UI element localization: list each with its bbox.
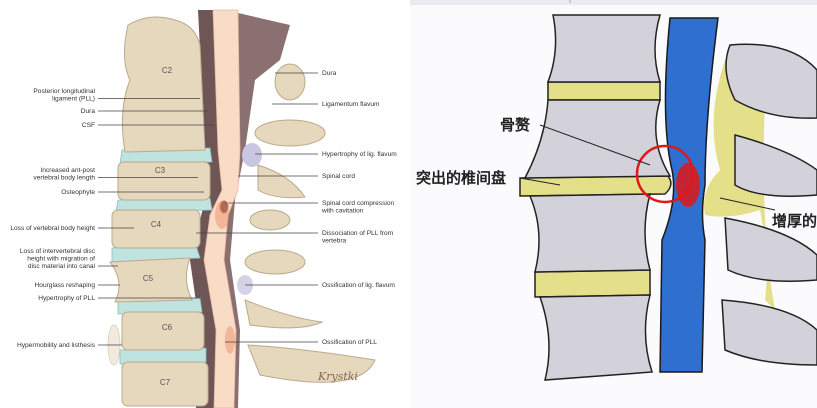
cartoon-vertebra bbox=[538, 294, 654, 381]
label-herniated-disc: 突出的椎间盘 bbox=[416, 169, 506, 187]
hypertrophied-ligamentum-flavum bbox=[242, 143, 262, 167]
compression-glow bbox=[676, 163, 700, 207]
cartoon-posterior-element bbox=[724, 217, 817, 282]
callout-label: Hypertrophy of lig. flavum bbox=[322, 151, 397, 158]
vertebra-label: C4 bbox=[151, 220, 162, 229]
thickened-pointer bbox=[719, 197, 776, 211]
right-illustration: 骨赘 突出的椎间盘 增厚的 bbox=[410, 0, 817, 408]
callout: Dura bbox=[275, 70, 337, 77]
callout: Loss of vertebral body height bbox=[10, 225, 134, 232]
osteophyte-pointer bbox=[539, 124, 651, 166]
cartoon-posterior-element bbox=[725, 43, 817, 119]
herniated-disc bbox=[519, 175, 672, 197]
label-thickened: 增厚的 bbox=[772, 212, 817, 230]
callout: CSF bbox=[82, 122, 214, 129]
highlight-circle bbox=[635, 144, 695, 204]
callout-label: Dura bbox=[81, 108, 96, 115]
callout-label: Hourglass reshaping bbox=[35, 282, 96, 289]
callout-label: CSF bbox=[82, 122, 95, 129]
vertebra-label: C3 bbox=[155, 166, 166, 175]
cartoon-vertebra bbox=[546, 14, 662, 83]
callout: Hourglass reshaping bbox=[35, 282, 120, 289]
callout: Hypertrophy of PLL bbox=[38, 295, 200, 302]
vertebra-label: C7 bbox=[160, 378, 171, 387]
callout-label: Ligamentum flavum bbox=[322, 101, 380, 108]
vertebra-c7 bbox=[121, 361, 209, 407]
callout: Ossification of lig. flavum bbox=[245, 282, 395, 289]
disc-pointer bbox=[519, 177, 561, 186]
vertebra-label: C2 bbox=[162, 66, 173, 75]
callout: Ligamentum flavum bbox=[272, 101, 380, 108]
left-illustration: C2 C3 C4 C5 C6 C7 Krystki Posterior long… bbox=[10, 9, 397, 408]
top-strip bbox=[410, 0, 817, 5]
vertebra-label: C5 bbox=[143, 274, 154, 283]
spinous-process bbox=[244, 249, 306, 275]
vertebra-c6 bbox=[121, 311, 205, 351]
spinous-process bbox=[244, 299, 324, 329]
callout-label: Loss of vertebral body height bbox=[10, 225, 95, 232]
callout: Hypermobility and listhesis bbox=[17, 342, 122, 349]
callout: Ossification of PLL bbox=[225, 339, 377, 346]
cord-compression-highlight bbox=[215, 201, 229, 229]
callout: Hypertrophy of lig. flavum bbox=[255, 151, 397, 158]
vertebra-c4 bbox=[111, 209, 201, 249]
callout: Osteophyte bbox=[61, 189, 204, 196]
cartoon-vertebra bbox=[528, 193, 651, 273]
callout-label: Hypermobility and listhesis bbox=[17, 342, 96, 349]
callout: Spinal cord bbox=[238, 173, 355, 180]
callout-label: Spinal cord bbox=[322, 173, 355, 180]
signature: Krystki bbox=[317, 370, 358, 383]
callout-label: Hypertrophy of PLL bbox=[38, 295, 95, 302]
cartoon-vertebra bbox=[523, 99, 672, 179]
callout-label: Ossification of lig. flavum bbox=[322, 282, 395, 289]
callout: Dura bbox=[81, 108, 208, 115]
vertebra-c2 bbox=[121, 16, 206, 153]
spinous-process bbox=[249, 209, 291, 231]
spinous-process bbox=[254, 119, 326, 147]
cartoon-disc bbox=[534, 269, 651, 298]
spinous-process bbox=[247, 344, 376, 383]
vertebra-c3 bbox=[117, 161, 211, 201]
callout-label: Ossification of PLL bbox=[322, 339, 377, 346]
label-osteophyte: 骨赘 bbox=[500, 116, 531, 134]
callout-label: Osteophyte bbox=[61, 189, 95, 196]
cartoon-posterior-element bbox=[734, 134, 817, 197]
vertebra-labels: C2 C3 C4 C5 C6 C7 bbox=[143, 66, 173, 387]
vertebra-c5 bbox=[109, 257, 193, 303]
cord-compression-highlight bbox=[225, 326, 235, 354]
cartoon-disc bbox=[547, 81, 661, 101]
cartoon-posterior-element bbox=[721, 299, 817, 366]
spinous-process bbox=[257, 164, 306, 199]
spinous-process bbox=[274, 63, 306, 101]
vertebra-label: C6 bbox=[162, 323, 173, 332]
callout-label: Dura bbox=[322, 70, 337, 77]
